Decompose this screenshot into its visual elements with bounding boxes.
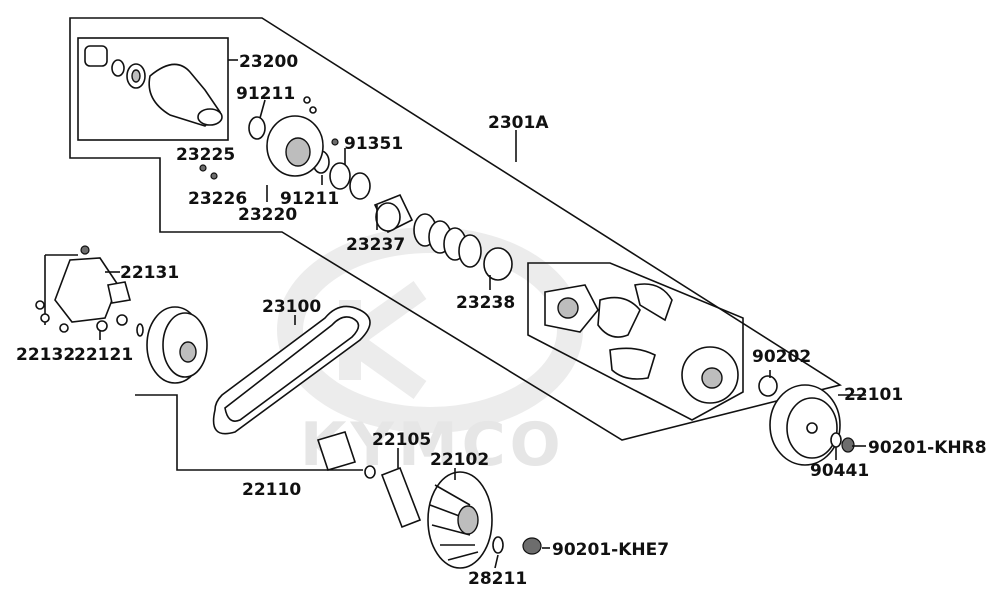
part-23226 — [210, 172, 218, 180]
label-23220: 23220 — [238, 205, 297, 225]
part-collar — [316, 431, 376, 479]
label-2301A: 2301A — [488, 113, 549, 133]
part-22105 — [380, 466, 422, 529]
label-22110: 22110 — [242, 480, 301, 500]
part-22102 — [427, 471, 493, 569]
part-23237 — [373, 193, 414, 234]
part-23238 — [483, 247, 513, 281]
bracket-22110 — [135, 394, 363, 471]
label-23200: 23200 — [239, 52, 298, 72]
label-23237: 23237 — [346, 235, 405, 255]
part-22132 — [35, 300, 69, 333]
part-90202 — [758, 375, 778, 397]
label-91351: 91351 — [344, 134, 403, 154]
label-91211-upper: 91211 — [236, 84, 295, 104]
part-spring — [413, 213, 482, 268]
label-22121: 22121 — [74, 345, 133, 365]
leader-lines — [99, 59, 866, 569]
label-23225: 23225 — [176, 145, 235, 165]
label-23100: 23100 — [262, 297, 321, 317]
part-28211 — [492, 536, 504, 554]
part-91211-upper — [248, 116, 266, 140]
part-clutch-assembly — [544, 283, 739, 404]
label-90441: 90441 — [810, 461, 869, 481]
part-23200 — [84, 45, 223, 127]
part-23100 — [212, 305, 371, 435]
part-91351 — [329, 138, 371, 200]
part-23225 — [199, 164, 207, 172]
subgroup-box-clutch — [527, 262, 744, 421]
part-22131 — [54, 245, 132, 332]
part-22110 — [136, 306, 208, 384]
label-91211-lower: 91211 — [280, 189, 339, 209]
subgroup-box-23200 — [77, 37, 229, 141]
label-28211: 28211 — [468, 569, 527, 589]
assembly-outline-2301A — [69, 17, 842, 441]
label-23226: 23226 — [188, 189, 247, 209]
label-22101: 22101 — [844, 385, 903, 405]
part-90441 — [830, 432, 842, 448]
label-22105: 22105 — [372, 430, 431, 450]
part-90201-khr8 — [841, 437, 855, 453]
label-22131: 22131 — [120, 263, 179, 283]
label-90202: 90202 — [752, 347, 811, 367]
label-22102: 22102 — [430, 450, 489, 470]
label-23238: 23238 — [456, 293, 515, 313]
label-90201-khr8: 90201-KHR8 — [868, 438, 987, 458]
label-90201-khe7: 90201-KHE7 — [552, 540, 669, 560]
label-22132: 22132 — [16, 345, 75, 365]
part-90201-khe7 — [522, 537, 542, 555]
part-22101 — [769, 384, 841, 466]
part-23220 — [266, 96, 324, 177]
